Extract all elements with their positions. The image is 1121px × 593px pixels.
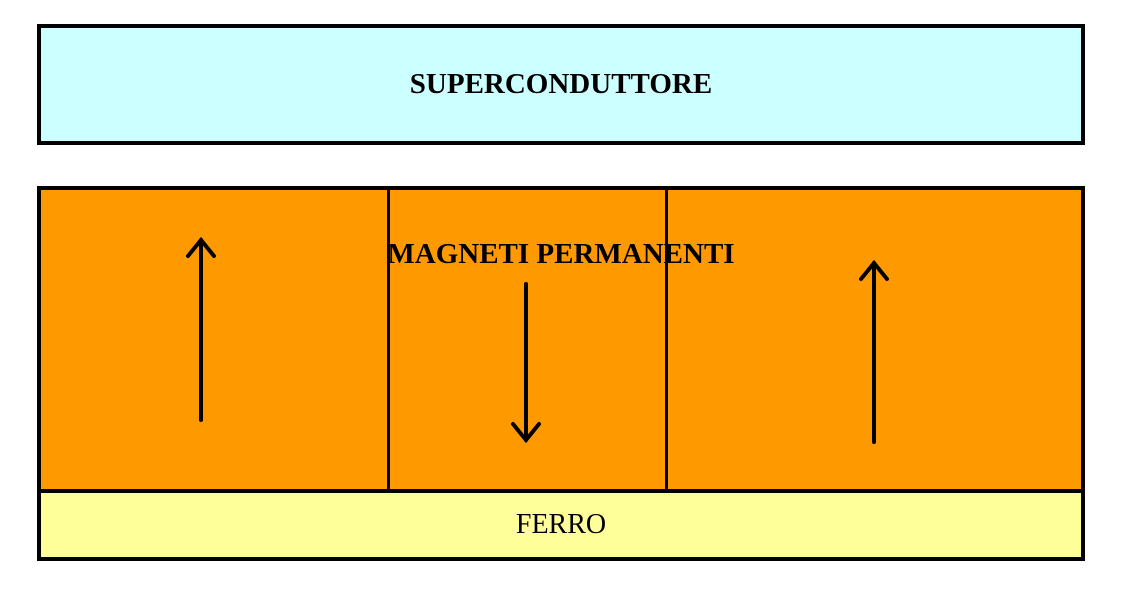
superconductor-label: SUPERCONDUTTORE xyxy=(409,68,713,100)
iron-label: FERRO xyxy=(515,509,607,540)
magnetization-arrow-up-icon xyxy=(186,236,216,422)
iron-layer: FERRO xyxy=(37,489,1085,561)
superconductor-layer: SUPERCONDUTTORE xyxy=(37,24,1085,145)
magnetization-arrow-down-icon xyxy=(511,282,541,444)
magnet-divider xyxy=(387,190,390,489)
magnet-divider xyxy=(665,190,668,489)
magnets-label: MAGNETI PERMANENTI xyxy=(387,238,735,270)
magnetization-arrow-up-icon xyxy=(859,259,889,444)
